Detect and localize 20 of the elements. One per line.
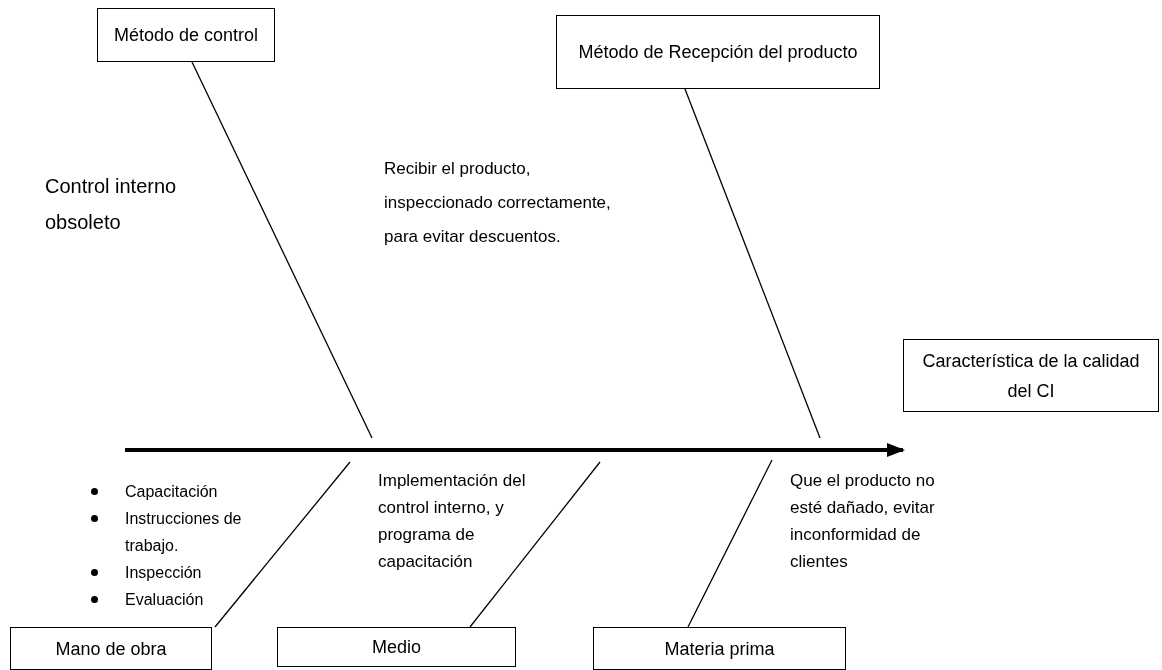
annotation-text: Que el producto no esté dañado, evitar inconformidad de clientes xyxy=(790,470,936,573)
branch-line xyxy=(191,61,373,439)
bullet-item: Instrucciones de trabajo. xyxy=(75,505,260,559)
bullet-item: Capacitación xyxy=(75,478,260,505)
annotation-text: Control interno obsoleto xyxy=(45,174,178,235)
category-box: Método de control xyxy=(97,8,275,62)
branch-line xyxy=(214,461,351,628)
spine-arrow xyxy=(125,443,905,457)
bullet-item: Evaluación xyxy=(75,586,260,613)
effect-box: Característica de la calidad del CI xyxy=(903,339,1159,412)
annotation-text: Recibir el producto, inspeccionado correctamente, para evitar descuentos. xyxy=(384,158,612,248)
category-box: Mano de obra xyxy=(10,627,212,670)
branch-line xyxy=(687,459,773,628)
category-box: Método de Recepción del producto xyxy=(556,15,880,89)
category-box: Materia prima xyxy=(593,627,846,670)
category-box: Medio xyxy=(277,627,516,667)
branch-line xyxy=(469,461,601,628)
bullet-item: Inspección xyxy=(75,559,260,586)
branch-line xyxy=(684,88,821,439)
annotation-text: Implementación del control interno, y programa de capacitación xyxy=(378,470,527,573)
